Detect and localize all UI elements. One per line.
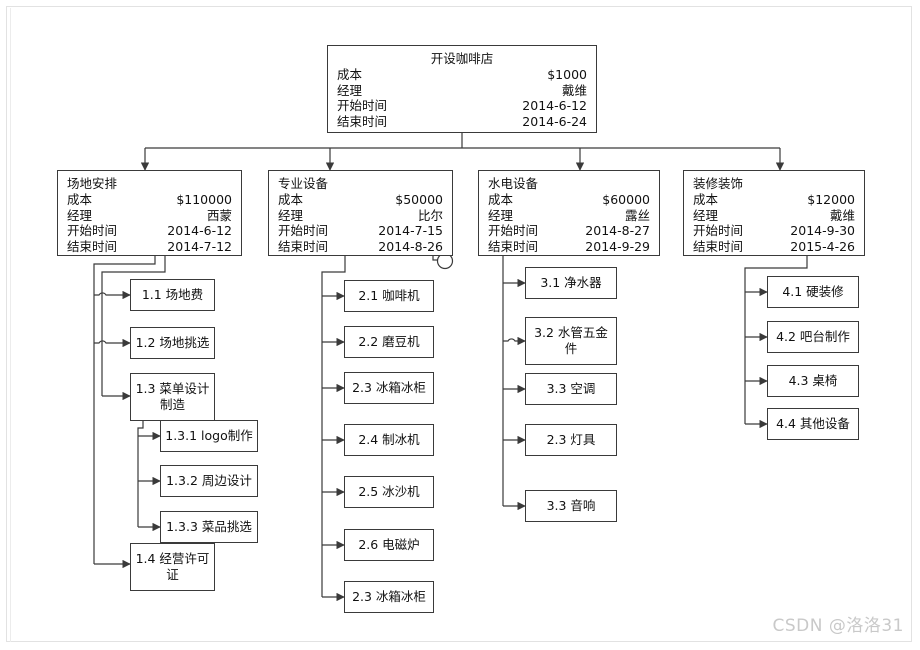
node-branch-2[interactable]: 专业设备 成本 $50000 经理 比尔 开始时间 2014-7-15 结束时间… [268, 170, 453, 256]
node-branch-4[interactable]: 装修装饰 成本 $12000 经理 戴维 开始时间 2014-9-30 结束时间… [683, 170, 865, 256]
label-cost: 成本 [67, 192, 93, 207]
node-branch-1-manager-row: 经理 西蒙 [67, 208, 232, 224]
node-branch-1[interactable]: 场地安排 成本 $110000 经理 西蒙 开始时间 2014-6-12 结束时… [57, 170, 242, 256]
value-cost: $50000 [395, 192, 443, 207]
value-end: 2014-8-26 [378, 238, 443, 254]
value-start: 2014-6-12 [522, 98, 587, 113]
value-start: 2014-6-12 [167, 223, 232, 238]
task-2-7[interactable]: 2.3 冰箱冰柜 [344, 581, 434, 613]
label-cost: 成本 [337, 67, 363, 82]
value-cost: $1000 [547, 67, 587, 82]
label-start: 开始时间 [337, 98, 388, 113]
task-1-2[interactable]: 1.2 场地挑选 [130, 327, 215, 359]
node-branch-4-start-row: 开始时间 2014-9-30 [693, 223, 855, 239]
label-cost: 成本 [278, 192, 304, 207]
task-4-4[interactable]: 4.4 其他设备 [767, 408, 859, 440]
label-manager: 经理 [488, 207, 514, 223]
node-branch-3[interactable]: 水电设备 成本 $60000 经理 露丝 开始时间 2014-8-27 结束时间… [478, 170, 660, 256]
label-manager: 经理 [278, 207, 304, 223]
task-1-3-1[interactable]: 1.3.1 logo制作 [160, 420, 258, 452]
node-branch-2-start-row: 开始时间 2014-7-15 [278, 223, 443, 239]
wire-1-3-subtrunk [137, 421, 144, 527]
task-3-1[interactable]: 3.1 净水器 [525, 267, 617, 299]
node-branch-1-title: 场地安排 [67, 176, 118, 191]
label-manager: 经理 [67, 207, 93, 223]
task-3-3[interactable]: 3.3 空调 [525, 373, 617, 405]
task-1-3[interactable]: 1.3 菜单设计制造 [130, 373, 215, 421]
node-branch-1-cost-row: 成本 $110000 [67, 192, 232, 208]
value-cost: $12000 [807, 192, 855, 207]
task-2-2[interactable]: 2.2 磨豆机 [344, 326, 434, 358]
value-cost: $60000 [602, 192, 650, 207]
value-cost: $110000 [176, 192, 232, 207]
wire-b1-to-1-1 [94, 290, 131, 300]
task-3-5[interactable]: 3.3 音响 [525, 490, 617, 522]
value-end: 2014-6-24 [522, 113, 587, 129]
node-branch-1-end-row: 结束时间 2014-7-12 [67, 239, 232, 255]
node-branch-4-end-row: 结束时间 2015-4-26 [693, 239, 855, 255]
node-branch-2-title: 专业设备 [278, 176, 329, 191]
task-3-2[interactable]: 3.2 水管五金件 [525, 317, 617, 365]
task-2-6[interactable]: 2.6 电磁炉 [344, 529, 434, 561]
task-2-3[interactable]: 2.3 冰箱冰柜 [344, 372, 434, 404]
task-2-4[interactable]: 2.4 制冰机 [344, 424, 434, 456]
node-root[interactable]: 开设咖啡店 成本 $1000 经理 戴维 开始时间 2014-6-12 结束时间… [327, 45, 597, 133]
task-1-3-3[interactable]: 1.3.3 菜品挑选 [160, 511, 258, 543]
label-start: 开始时间 [67, 223, 118, 238]
label-manager: 经理 [337, 82, 363, 98]
label-end: 结束时间 [337, 113, 388, 129]
node-branch-4-manager-row: 经理 戴维 [693, 208, 855, 224]
node-branch-3-start-row: 开始时间 2014-8-27 [488, 223, 650, 239]
task-4-1[interactable]: 4.1 硬装修 [767, 276, 859, 308]
task-1-1[interactable]: 1.1 场地费 [130, 279, 215, 311]
value-manager: 比尔 [417, 207, 443, 223]
label-end: 结束时间 [488, 238, 539, 254]
watermark: CSDN @洛洛31 [772, 616, 904, 636]
node-branch-3-title: 水电设备 [488, 176, 539, 191]
node-branch-3-cost-row: 成本 $60000 [488, 192, 650, 208]
value-end: 2015-4-26 [790, 238, 855, 254]
value-manager: 西蒙 [206, 207, 232, 223]
node-root-cost-row: 成本 $1000 [337, 67, 587, 83]
value-manager: 戴维 [829, 207, 855, 223]
label-start: 开始时间 [693, 223, 744, 238]
task-2-1[interactable]: 2.1 咖啡机 [344, 280, 434, 312]
task-4-2[interactable]: 4.2 吧台制作 [767, 321, 859, 353]
label-start: 开始时间 [488, 223, 539, 238]
node-root-manager-row: 经理 戴维 [337, 83, 587, 99]
node-root-title: 开设咖啡店 [430, 51, 494, 66]
label-cost: 成本 [693, 192, 719, 207]
task-4-3[interactable]: 4.3 桌椅 [767, 365, 859, 397]
node-branch-2-cost-row: 成本 $50000 [278, 192, 443, 208]
label-end: 结束时间 [278, 238, 329, 254]
wire-b3-to-3-2 [503, 336, 526, 346]
node-branch-2-manager-row: 经理 比尔 [278, 208, 443, 224]
task-1-3-2[interactable]: 1.3.2 周边设计 [160, 465, 258, 497]
node-branch-4-cost-row: 成本 $12000 [693, 192, 855, 208]
label-start: 开始时间 [278, 223, 329, 238]
value-manager: 戴维 [561, 82, 587, 98]
node-branch-4-title: 装修装饰 [693, 176, 744, 191]
node-branch-3-manager-row: 经理 露丝 [488, 208, 650, 224]
value-start: 2014-9-30 [790, 223, 855, 238]
value-end: 2014-9-29 [585, 238, 650, 254]
task-1-4[interactable]: 1.4 经营许可证 [130, 543, 215, 591]
node-root-end-row: 结束时间 2014-6-24 [337, 114, 587, 130]
label-end: 结束时间 [67, 238, 118, 254]
wire-b1-to-1-2 [94, 338, 131, 348]
value-manager: 露丝 [624, 207, 650, 223]
node-branch-2-end-row: 结束时间 2014-8-26 [278, 239, 443, 255]
task-2-5[interactable]: 2.5 冰沙机 [344, 476, 434, 508]
node-branch-3-end-row: 结束时间 2014-9-29 [488, 239, 650, 255]
node-branch-1-start-row: 开始时间 2014-6-12 [67, 223, 232, 239]
value-start: 2014-7-15 [378, 223, 443, 238]
node-root-start-row: 开始时间 2014-6-12 [337, 98, 587, 114]
wire-b2-trunk [321, 256, 346, 597]
label-manager: 经理 [693, 207, 719, 223]
value-start: 2014-8-27 [585, 223, 650, 238]
label-cost: 成本 [488, 192, 514, 207]
label-end: 结束时间 [693, 238, 744, 254]
value-end: 2014-7-12 [167, 238, 232, 254]
task-3-4[interactable]: 2.3 灯具 [525, 424, 617, 456]
